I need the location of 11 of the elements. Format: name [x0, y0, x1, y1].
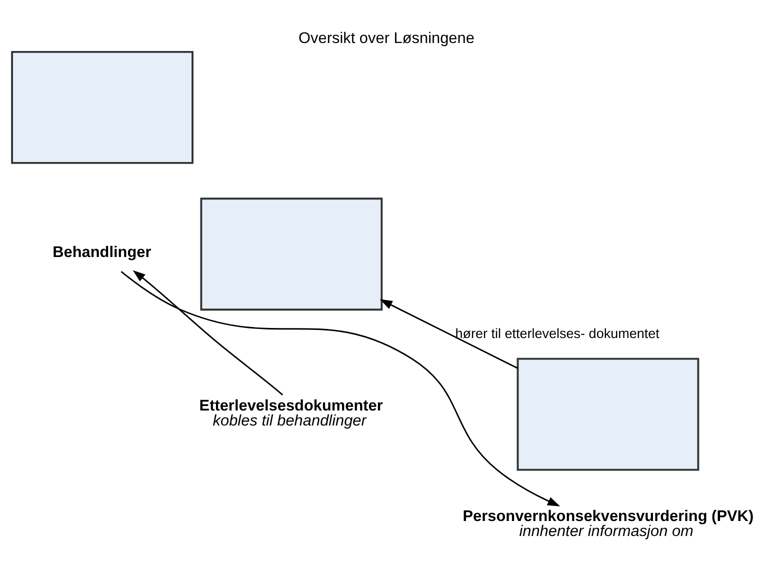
arrow: [120, 271, 560, 506]
node-text: Personvernkonsekvensvurdering (PVK) innhenter informasjon om: [462, 508, 754, 540]
node-box: [516, 358, 700, 471]
node-text: Behandlinger: [52, 244, 152, 261]
arrow: [380, 299, 518, 369]
edge-label: hører til etterlevelses- dokumentet: [455, 326, 660, 341]
diagram-title: Oversikt over Løsningene: [298, 30, 474, 48]
node-box: [11, 50, 194, 164]
node-box: [200, 198, 383, 311]
arrow: [132, 270, 284, 396]
node-text: Etterlevelsesdokumenter kobles til behandlinger: [199, 397, 383, 430]
